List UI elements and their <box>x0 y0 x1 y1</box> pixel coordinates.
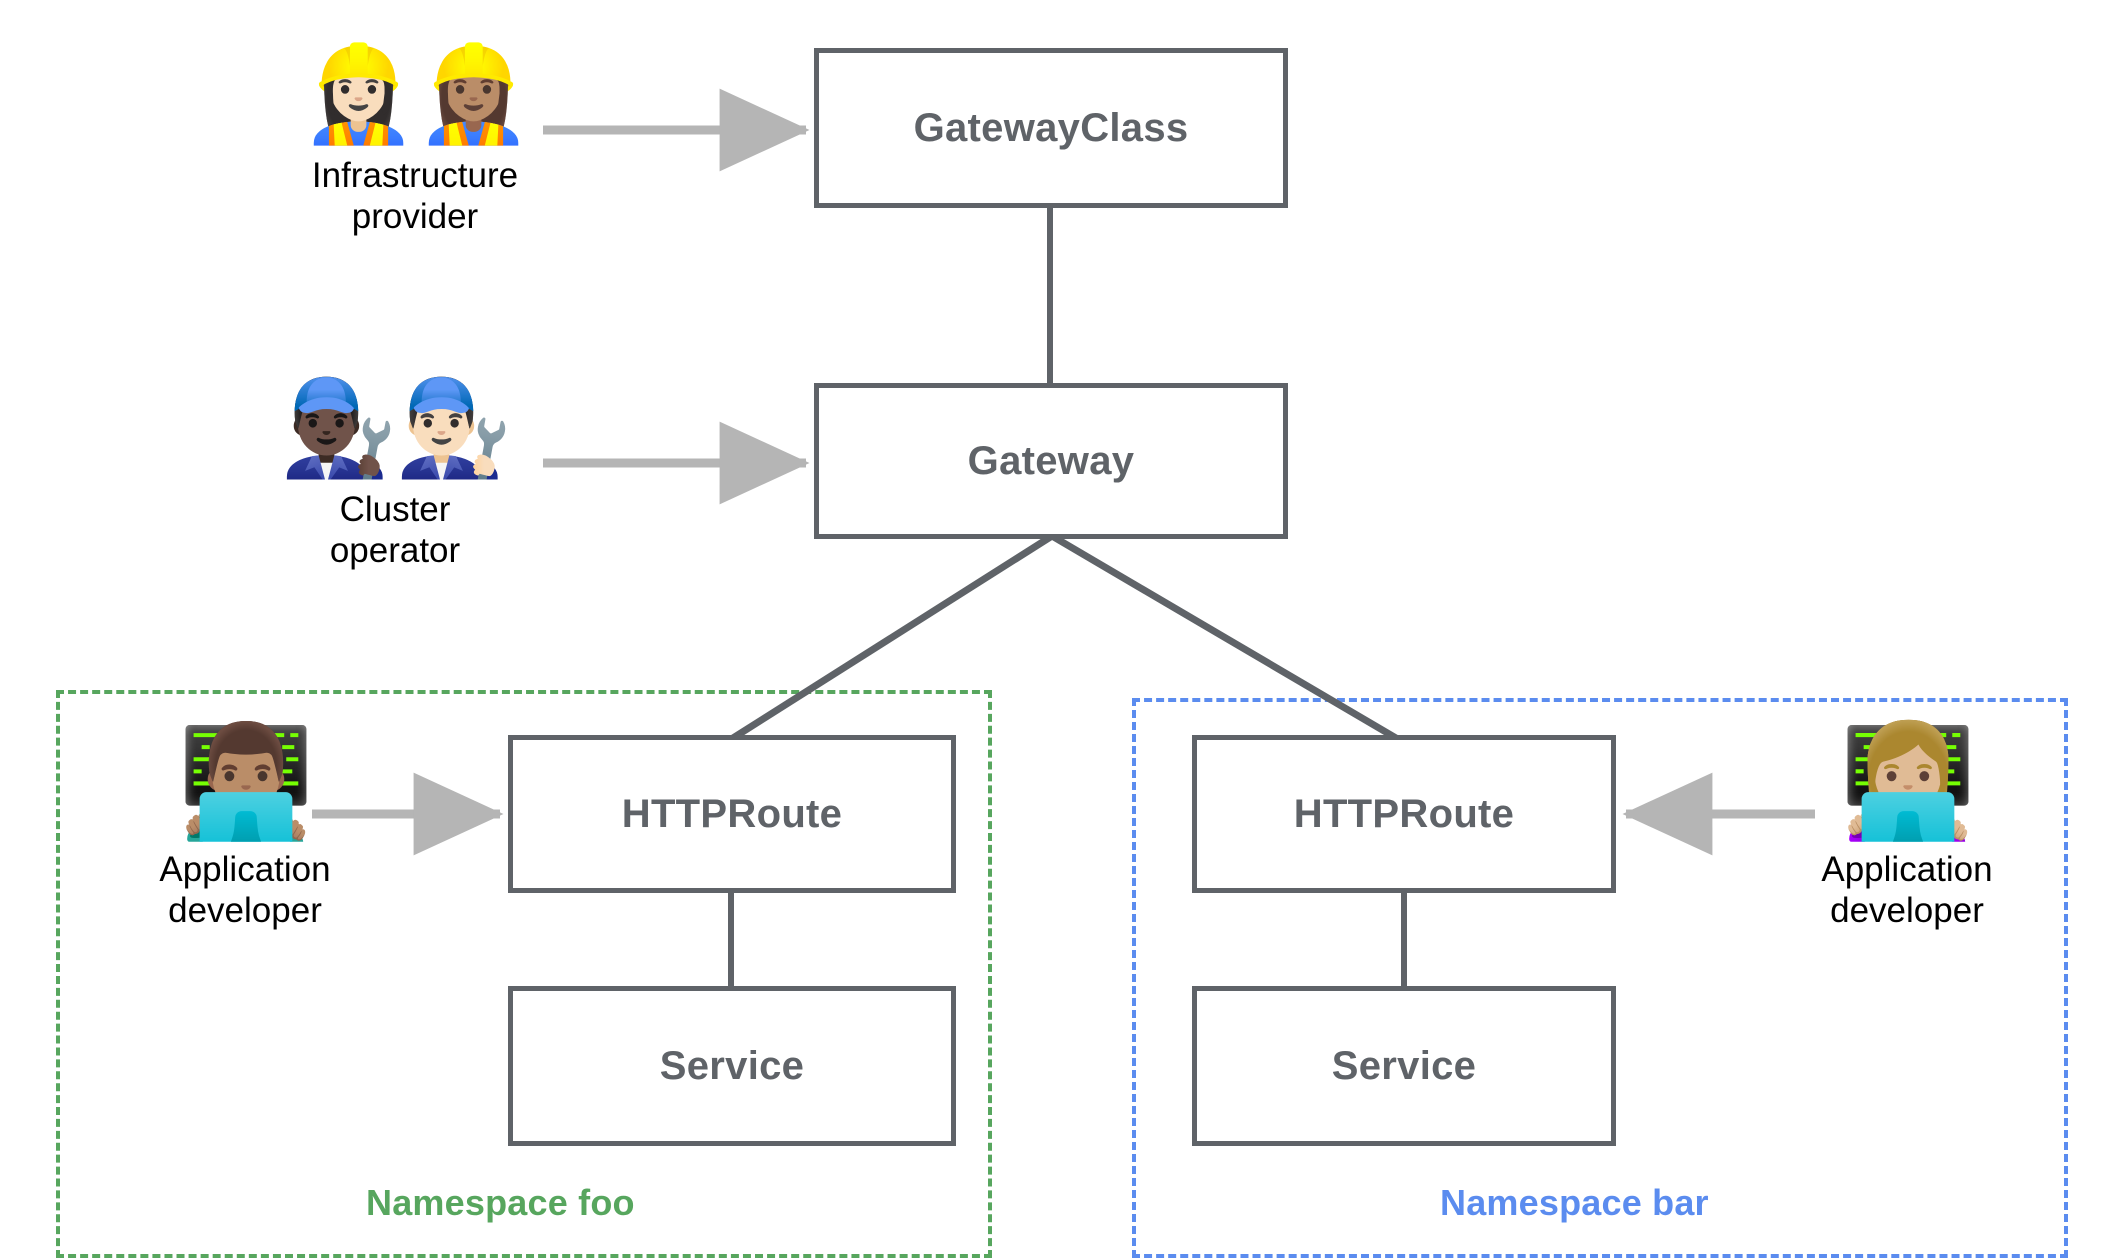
namespace-foo-label: Namespace foo <box>366 1182 635 1223</box>
mechanic-light-man-icon: 👨🏻‍🔧 <box>395 374 512 483</box>
persona-cluster-operator-icons: 👨🏿‍🔧 👨🏻‍🔧 <box>279 374 512 483</box>
namespace-bar-container <box>1132 698 2068 1258</box>
namespace-foo-container <box>56 690 992 1258</box>
node-service-foo-label: Service <box>659 1043 805 1088</box>
node-gateway-label: Gateway <box>967 438 1135 483</box>
node-service-bar-label: Service <box>1331 1043 1477 1088</box>
persona-application-developer-bar-icons: 👩🏼‍💻 <box>1839 717 1977 845</box>
node-service-bar[interactable]: Service <box>1192 986 1616 1146</box>
node-httproute-bar-label: HTTPRoute <box>1293 791 1515 836</box>
node-service-foo[interactable]: Service <box>508 986 956 1146</box>
persona-infrastructure-provider: 👷🏻‍♀️ 👷🏽‍♀️ Infrastructure provider <box>270 48 560 238</box>
persona-application-developer-foo-caption: Application developer <box>159 850 331 930</box>
mechanic-dark-man-icon: 👨🏿‍🔧 <box>279 374 397 483</box>
node-gatewayclass[interactable]: GatewayClass <box>814 48 1288 208</box>
persona-application-developer-bar: 👩🏼‍💻 Application developer <box>1762 726 2052 932</box>
node-gatewayclass-label: GatewayClass <box>913 105 1189 150</box>
persona-application-developer-bar-caption: Application developer <box>1821 850 1993 930</box>
construction-worker-light-woman-icon: 👷🏻‍♀️ <box>299 40 417 149</box>
namespace-bar-label: Namespace bar <box>1440 1182 1709 1223</box>
node-httproute-foo-label: HTTPRoute <box>621 791 843 836</box>
persona-cluster-operator: 👨🏿‍🔧 👨🏻‍🔧 Cluster operator <box>250 382 540 572</box>
persona-application-developer-foo: 👨🏽‍💻 Application developer <box>100 726 390 932</box>
node-gateway[interactable]: Gateway <box>814 383 1288 539</box>
technologist-man-icon: 👨🏽‍💻 <box>177 717 315 845</box>
persona-infrastructure-provider-icons: 👷🏻‍♀️ 👷🏽‍♀️ <box>299 40 532 149</box>
persona-infrastructure-provider-caption: Infrastructure provider <box>311 156 519 236</box>
node-httproute-bar[interactable]: HTTPRoute <box>1192 735 1616 893</box>
technologist-woman-icon: 👩🏼‍💻 <box>1839 717 1977 845</box>
persona-cluster-operator-caption: Cluster operator <box>329 490 461 570</box>
persona-application-developer-foo-icons: 👨🏽‍💻 <box>177 717 315 845</box>
node-httproute-foo[interactable]: HTTPRoute <box>508 735 956 893</box>
construction-worker-medium-woman-icon: 👷🏽‍♀️ <box>415 40 532 149</box>
